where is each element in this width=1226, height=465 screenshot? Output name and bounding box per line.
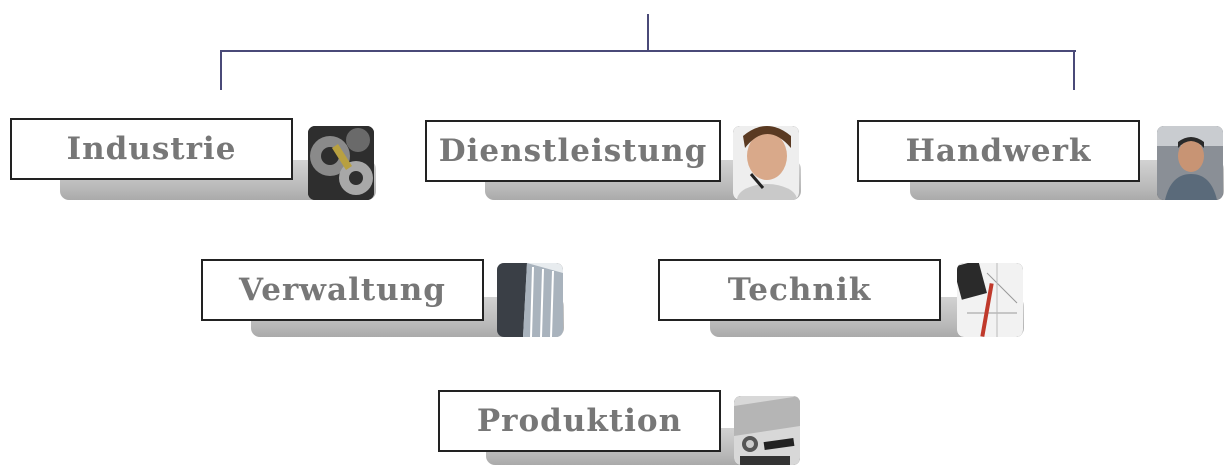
connector-left-drop (220, 50, 222, 90)
node-technik[interactable]: Technik (658, 259, 1026, 339)
woman-headset-icon (733, 126, 799, 200)
gears-icon (308, 126, 374, 200)
node-label: Technik (727, 272, 872, 308)
node-label-box: Industrie (10, 118, 293, 180)
node-label: Produktion (476, 403, 683, 439)
connector-trunk (647, 14, 649, 52)
node-produktion[interactable]: Produktion (438, 390, 802, 465)
worker-icon (1157, 126, 1223, 200)
node-label-box: Dienstleistung (425, 120, 721, 182)
node-label-box: Technik (658, 259, 941, 321)
node-label: Dienstleistung (438, 133, 708, 169)
connector-right-drop (1073, 50, 1075, 90)
node-label: Industrie (66, 131, 237, 167)
node-handwerk[interactable]: Handwerk (857, 120, 1226, 202)
office-building-icon (497, 263, 563, 337)
blueprint-icon (957, 263, 1023, 337)
node-label-box: Verwaltung (201, 259, 484, 321)
node-label-box: Produktion (438, 390, 721, 452)
node-dienstleistung[interactable]: Dienstleistung (425, 120, 801, 202)
machine-panel-icon (734, 396, 800, 465)
node-label-box: Handwerk (857, 120, 1140, 182)
node-label: Handwerk (905, 133, 1092, 169)
connector-bar (220, 50, 1076, 52)
node-industrie[interactable]: Industrie (10, 118, 376, 202)
node-verwaltung[interactable]: Verwaltung (201, 259, 566, 339)
node-label: Verwaltung (239, 272, 446, 308)
